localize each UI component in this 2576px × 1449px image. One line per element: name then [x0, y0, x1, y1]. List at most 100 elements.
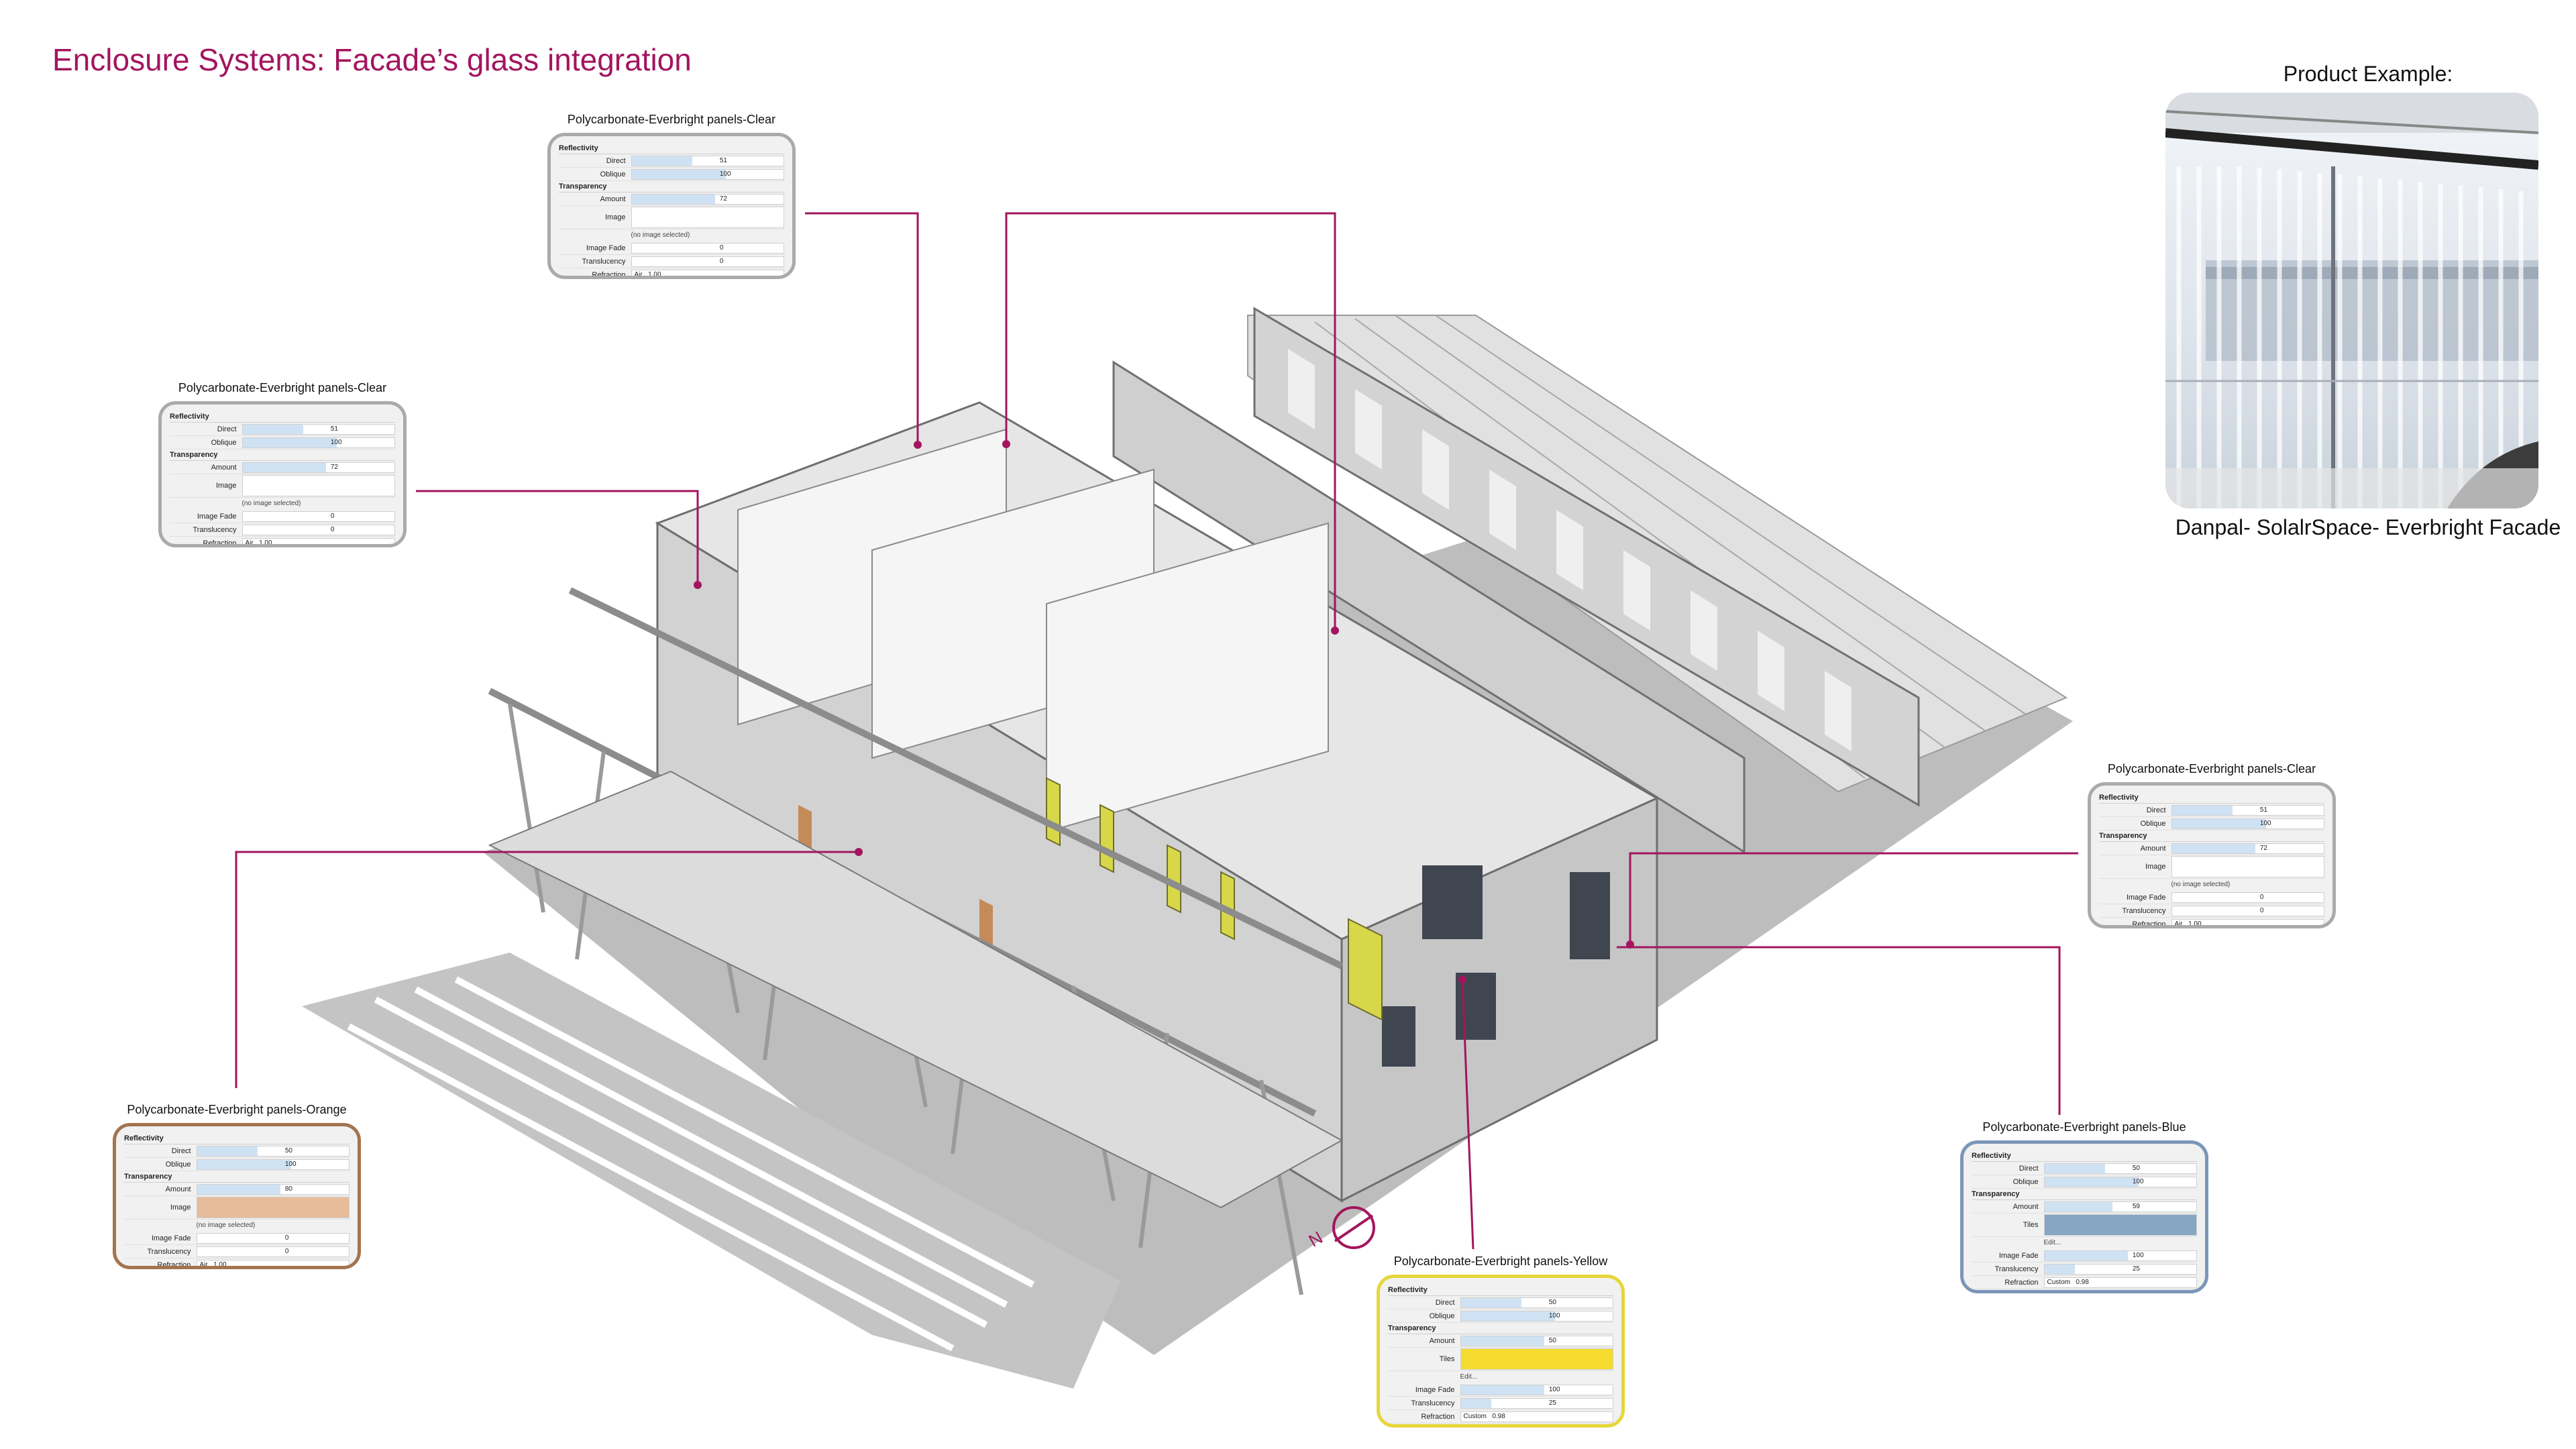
image-fade-field[interactable]: 0 — [241, 511, 395, 522]
panel-orange-title: Polycarbonate-Everbright panels-Orange — [127, 1103, 347, 1116]
label-image-fade: Image Fade — [151, 1234, 191, 1242]
label-image-fade: Image Fade — [1415, 1385, 1455, 1394]
orange-image-swatch[interactable] — [196, 1197, 350, 1218]
no-image-note: (no image selected) — [241, 500, 301, 507]
amount-slider[interactable]: 72 — [241, 462, 395, 473]
label-oblique: Oblique — [211, 438, 237, 447]
oblique-slider[interactable]: 100 — [631, 168, 784, 180]
label-image: Image — [215, 482, 237, 490]
image-fade-field[interactable]: 100 — [2043, 1250, 2197, 1261]
refraction-select[interactable]: Air 1.00 — [241, 537, 395, 544]
amount-slider[interactable]: 72 — [631, 193, 784, 205]
image-fade-field[interactable]: 100 — [1460, 1384, 1613, 1395]
panel-top-title: Polycarbonate-Everbright panels-Clear — [567, 113, 776, 126]
refraction-select[interactable]: Custom 0.98 — [1460, 1411, 1613, 1422]
label-direct: Direct — [2146, 806, 2166, 814]
edit-link[interactable]: Edit... — [2043, 1239, 2061, 1246]
label-direct: Direct — [1435, 1298, 1455, 1307]
translucency-field[interactable]: 0 — [631, 256, 784, 267]
direct-slider[interactable]: 50 — [196, 1145, 350, 1157]
section-transparency: Transparency — [2099, 830, 2324, 842]
product-example-header: Product Example: — [2283, 62, 2453, 86]
section-reflectivity: Reflectivity — [124, 1133, 350, 1144]
oblique-slider[interactable]: 100 — [2171, 818, 2324, 829]
product-photo — [2165, 93, 2538, 508]
label-refraction: Refraction — [157, 1260, 191, 1269]
refraction-select[interactable]: Air 1.00 — [631, 269, 784, 276]
leader-orange-panel — [235, 851, 859, 1088]
panel-blue-title: Polycarbonate-Everbright panels-Blue — [1982, 1120, 2186, 1134]
direct-slider[interactable]: 50 — [1460, 1297, 1613, 1308]
amount-slider[interactable]: 50 — [1460, 1335, 1613, 1346]
leader-top-panel — [805, 212, 919, 445]
amount-slider[interactable]: 72 — [2171, 843, 2324, 854]
section-reflectivity: Reflectivity — [1388, 1285, 1613, 1296]
yellow-tiles-swatch[interactable] — [1460, 1348, 1613, 1370]
label-refraction: Refraction — [1421, 1412, 1455, 1421]
label-translucency: Translucency — [2122, 906, 2166, 915]
no-image-note: (no image selected) — [631, 231, 690, 239]
blue-tiles-swatch[interactable] — [2043, 1214, 2197, 1236]
label-translucency: Translucency — [1411, 1399, 1455, 1407]
direct-slider[interactable]: 51 — [631, 155, 784, 166]
label-refraction: Refraction — [203, 539, 237, 547]
leader-left-panel — [416, 490, 699, 585]
label-direct: Direct — [171, 1146, 191, 1155]
panel-yellow-title: Polycarbonate-Everbright panels-Yellow — [1393, 1254, 1608, 1268]
refraction-select[interactable]: Custom 0.98 — [2043, 1277, 2197, 1288]
page-title: Enclosure Systems: Facade’s glass integr… — [52, 42, 692, 77]
oblique-slider[interactable]: 100 — [2043, 1176, 2197, 1187]
window-grid-east — [1382, 865, 1610, 1067]
ground-deck — [488, 770, 1344, 1209]
translucency-field[interactable]: 25 — [1460, 1397, 1613, 1409]
amount-slider[interactable]: 59 — [2043, 1201, 2197, 1212]
truss-wall-middle — [1112, 360, 1746, 854]
oblique-slider[interactable]: 100 — [196, 1159, 350, 1170]
direct-slider[interactable]: 51 — [241, 423, 395, 435]
label-refraction: Refraction — [592, 270, 626, 279]
north-compass — [1332, 1206, 1375, 1249]
panel-right-title: Polycarbonate-Everbright panels-Clear — [2107, 762, 2316, 775]
oblique-slider[interactable]: 100 — [241, 437, 395, 448]
label-image-fade: Image Fade — [2126, 893, 2166, 902]
label-amount: Amount — [165, 1185, 191, 1193]
amount-slider[interactable]: 80 — [196, 1183, 350, 1195]
translucency-field[interactable]: 0 — [196, 1246, 350, 1257]
direct-slider[interactable]: 51 — [2171, 804, 2324, 816]
image-fade-field[interactable]: 0 — [196, 1232, 350, 1244]
frame-shadow — [302, 953, 1120, 1389]
translucency-field[interactable]: 0 — [241, 524, 395, 535]
translucency-field[interactable]: 25 — [2043, 1263, 2197, 1275]
panel-left-title: Polycarbonate-Everbright panels-Clear — [178, 381, 387, 394]
label-image-fade: Image Fade — [586, 244, 626, 252]
translucency-field[interactable]: 0 — [2171, 905, 2324, 916]
truss-openings — [1288, 349, 1851, 751]
image-slot[interactable] — [631, 207, 784, 228]
refraction-select[interactable]: Air 1.00 — [196, 1259, 350, 1266]
refraction-select[interactable]: Air 1.00 — [2171, 918, 2324, 925]
section-transparency: Transparency — [124, 1171, 350, 1183]
label-amount: Amount — [211, 463, 237, 472]
image-fade-field[interactable]: 0 — [2171, 892, 2324, 903]
leader-blue-panel — [1617, 946, 2061, 1115]
label-translucency: Translucency — [1994, 1265, 2039, 1273]
image-slot[interactable] — [241, 475, 395, 496]
label-oblique: Oblique — [2140, 819, 2166, 828]
interior-partitions — [737, 428, 1329, 833]
image-fade-field[interactable]: 0 — [631, 242, 784, 254]
label-oblique: Oblique — [1429, 1311, 1455, 1320]
direct-slider[interactable]: 50 — [2043, 1163, 2197, 1174]
label-tiles: Tiles — [2023, 1221, 2039, 1229]
truss-wall-back — [1253, 307, 1920, 807]
label-oblique: Oblique — [2012, 1177, 2039, 1186]
label-direct: Direct — [606, 156, 626, 165]
oblique-slider[interactable]: 100 — [1460, 1310, 1613, 1322]
edit-link[interactable]: Edit... — [1460, 1373, 1478, 1381]
product-caption: Danpal- SolalrSpace- Everbright Facade — [2175, 515, 2561, 539]
image-slot[interactable] — [2171, 856, 2324, 877]
facade-photo-graphic — [2165, 93, 2538, 508]
label-translucency: Translucency — [193, 525, 237, 534]
section-transparency: Transparency — [1388, 1323, 1613, 1334]
